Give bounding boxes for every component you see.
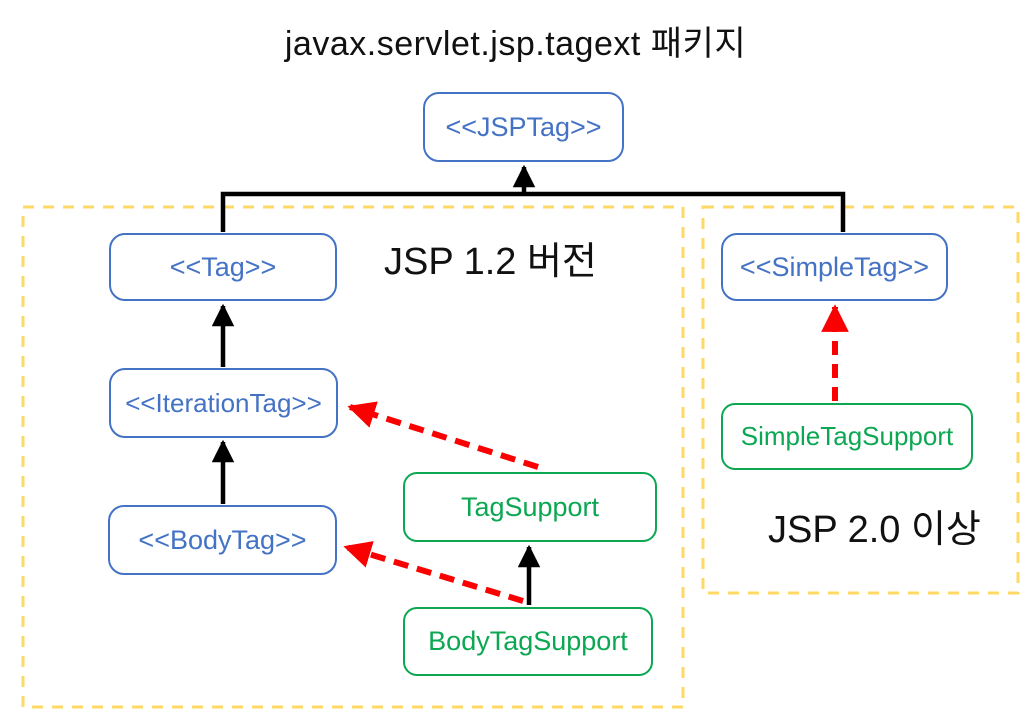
node-bodytagsupport: BodyTagSupport	[403, 607, 653, 676]
group-label-jsp20: JSP 2.0 이상	[768, 509, 981, 551]
node-simpletagsupport: SimpleTagSupport	[721, 403, 973, 470]
group-label-jsp12: JSP 1.2 버전	[384, 241, 597, 283]
node-jsptag: <<JSPTag>>	[423, 92, 624, 162]
group-frame-jsp12	[21, 205, 685, 709]
node-bodytag: <<BodyTag>>	[108, 505, 337, 575]
arrow-bodytagsupport-to-bodytag	[343, 541, 524, 604]
branch-line-tag-simpletag	[220, 191, 846, 232]
node-iterationtag: <<IterationTag>>	[109, 368, 338, 438]
node-simpletag: <<SimpleTag>>	[721, 233, 948, 301]
arrow-tagsupport-to-iterationtag	[347, 401, 539, 470]
diagram-title: javax.servlet.jsp.tagext 패키지	[284, 25, 747, 63]
node-tag: <<Tag>>	[109, 233, 337, 301]
group-frame-jsp20	[701, 205, 1020, 595]
node-tagsupport: TagSupport	[403, 472, 657, 542]
